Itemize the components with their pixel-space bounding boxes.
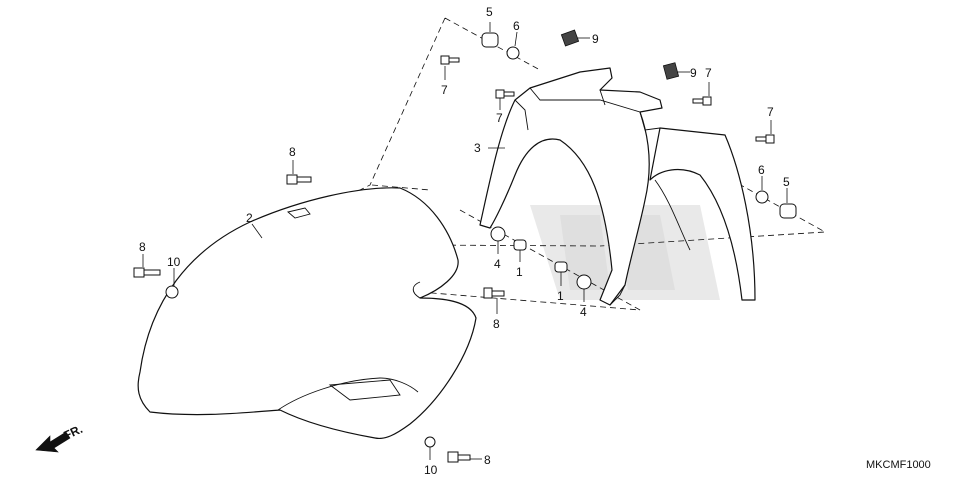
callout-part-5-right: 5 bbox=[783, 175, 790, 189]
callout-part-6-top: 6 bbox=[513, 19, 520, 33]
washer-part-10-left bbox=[165, 285, 179, 299]
callout-part-8-top: 8 bbox=[289, 145, 296, 159]
bolt-part-8-left bbox=[133, 267, 161, 278]
callout-part-7-b: 7 bbox=[496, 111, 503, 125]
callout-part-4-upper: 4 bbox=[494, 257, 501, 271]
bolt-part-8-top bbox=[286, 174, 312, 185]
callout-part-1-upper: 1 bbox=[516, 265, 523, 279]
rubber-part-5-top bbox=[481, 32, 499, 48]
clip-part-9-right bbox=[662, 62, 680, 80]
grommet-part-4-upper bbox=[490, 226, 506, 242]
diagram-code: MKCMF1000 bbox=[866, 459, 931, 471]
collar-part-1-lower bbox=[554, 261, 568, 273]
callout-part-7-a: 7 bbox=[441, 83, 448, 97]
callout-part-5-top: 5 bbox=[486, 5, 493, 19]
washer-part-6-right bbox=[755, 190, 769, 204]
callout-part-6-right: 6 bbox=[758, 163, 765, 177]
washer-part-6-top bbox=[506, 46, 520, 60]
callout-part-2: 2 bbox=[246, 211, 253, 225]
callout-part-1-lower: 1 bbox=[557, 289, 564, 303]
callout-part-4-lower: 4 bbox=[580, 305, 587, 319]
front-direction-label: FR. bbox=[61, 422, 84, 443]
callout-part-9-right: 9 bbox=[690, 66, 697, 80]
bolt-part-8-middle bbox=[483, 287, 505, 299]
screw-part-7-a bbox=[440, 55, 460, 65]
clip-part-9-top bbox=[560, 29, 580, 47]
callout-part-8-middle: 8 bbox=[493, 317, 500, 331]
screw-part-7-b bbox=[495, 89, 515, 99]
screw-part-7-c bbox=[692, 96, 712, 106]
callout-part-10-bottom: 10 bbox=[424, 463, 438, 477]
callout-part-10-left: 10 bbox=[167, 255, 181, 269]
callout-part-7-d: 7 bbox=[767, 105, 774, 119]
front-direction-arrow: FR. bbox=[35, 422, 85, 453]
bolt-part-8-bottom bbox=[447, 451, 471, 463]
grommet-part-4-lower bbox=[576, 274, 592, 290]
callout-part-3: 3 bbox=[474, 141, 481, 155]
callout-part-8-bottom: 8 bbox=[484, 453, 491, 467]
washer-part-10-bottom bbox=[424, 436, 436, 448]
front-fender bbox=[137, 187, 477, 440]
callout-part-9-top: 9 bbox=[592, 32, 599, 46]
callout-part-8-left: 8 bbox=[139, 240, 146, 254]
collar-part-1-upper bbox=[513, 239, 527, 251]
leader-lines bbox=[142, 22, 788, 460]
callout-part-7-c: 7 bbox=[705, 66, 712, 80]
screw-part-7-d bbox=[755, 134, 775, 144]
inner-fender bbox=[479, 67, 756, 306]
rubber-part-5-right bbox=[779, 203, 797, 219]
